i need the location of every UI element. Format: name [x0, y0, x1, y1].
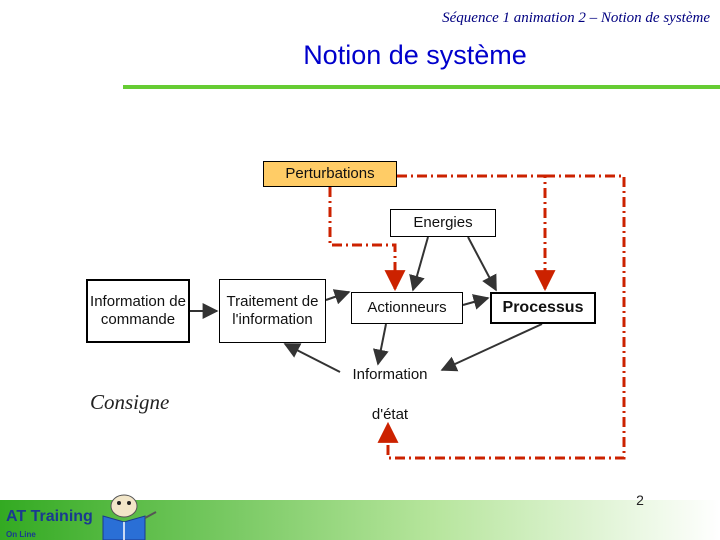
arrow-actionneurs-to-info: [372, 323, 389, 366]
perturbation-to-actionneurs-path: [328, 187, 406, 292]
slide-title: Notion de système: [303, 40, 527, 70]
arrow-traitement-to-actionneurs: [325, 289, 351, 305]
book-reader-icon: [102, 494, 157, 540]
traitement-box: Traitement de l'information: [219, 279, 326, 343]
logo-subtext: On Line: [6, 530, 36, 539]
logo-text: AT Training: [6, 508, 93, 525]
actionneurs-box: Actionneurs: [351, 292, 463, 324]
information-etat-line1: Information: [352, 366, 428, 383]
arrow-energies-to-processus: [467, 236, 497, 292]
information-etat-line2: d'état: [371, 406, 409, 423]
arrow-processus-to-info: [440, 323, 543, 372]
energies-box: Energies: [390, 209, 496, 237]
arrow-actionneurs-to-processus: [462, 294, 490, 310]
consigne-label: Consigne: [90, 390, 170, 414]
information-etat-label: Information d'état: [340, 366, 440, 424]
perturbation-to-info-path: [377, 174, 626, 460]
processus-box: Processus: [490, 292, 596, 324]
information-commande-box: Information de commande: [86, 279, 190, 343]
arrow-info-to-traitement: [283, 343, 341, 373]
arrow-energies-to-actionneurs: [409, 236, 429, 292]
perturbations-box: Perturbations: [263, 161, 397, 187]
slide-subtitle: Séquence 1 animation 2 – Notion de systè…: [442, 10, 710, 26]
page-number: 2: [636, 492, 644, 508]
